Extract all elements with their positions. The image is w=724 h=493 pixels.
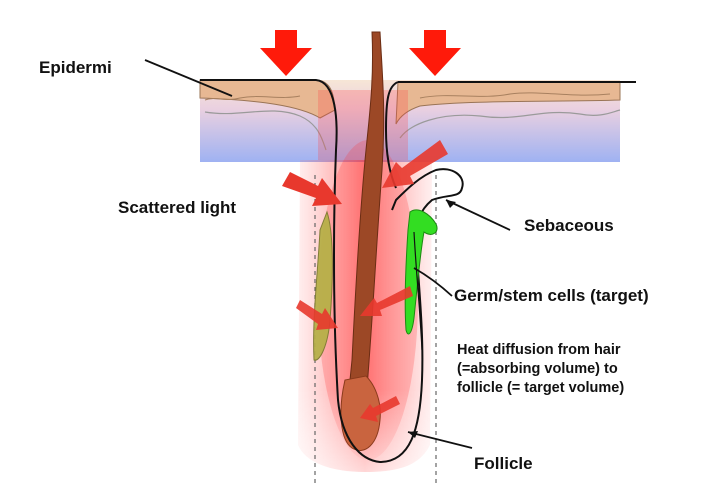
scatter-arrow-upper-left bbox=[282, 172, 342, 206]
scatter-arrow-lower-left bbox=[296, 300, 338, 330]
scattered-light-arrows bbox=[282, 140, 448, 422]
heat-line-1: Heat diffusion from hair bbox=[457, 342, 621, 358]
leader-sebaceous-head bbox=[446, 200, 456, 208]
scatter-arrow-upper-right bbox=[382, 140, 448, 188]
bulge-line bbox=[413, 231, 423, 351]
heat-line-2: (=absorbing volume) to bbox=[457, 361, 618, 377]
skin-layer bbox=[199, 79, 621, 162]
scatter-arrow-mid-right bbox=[360, 286, 413, 316]
follicle-outline-right bbox=[384, 81, 399, 189]
glow-upper bbox=[318, 90, 408, 160]
leader-sebaceous bbox=[445, 199, 511, 231]
incident-arrow-left bbox=[260, 30, 312, 76]
label-target: Germ/stem cells (target) bbox=[454, 286, 649, 305]
basal-line-right bbox=[399, 109, 621, 139]
incident-arrow-right bbox=[409, 30, 461, 76]
epidermis-texture-right bbox=[419, 92, 611, 99]
epidermis-left bbox=[199, 79, 336, 119]
leader-epidermis bbox=[144, 59, 233, 97]
heat-line-3: follicle (= target volume) bbox=[457, 380, 625, 396]
label-heat-diffusion: Heat diffusion from hair (=absorbing vol… bbox=[457, 341, 624, 398]
label-scattered-light: Scattered light bbox=[118, 198, 237, 217]
label-epidermis: Epidermi bbox=[39, 58, 112, 77]
leader-follicle-head bbox=[408, 431, 418, 438]
leader-follicle bbox=[407, 431, 473, 449]
label-follicle: Follicle bbox=[474, 454, 533, 473]
hair bbox=[340, 31, 385, 451]
scatter-arrow-lower-right bbox=[360, 396, 400, 422]
label-sebaceous: Sebaceous bbox=[524, 216, 614, 235]
incident-light-arrows bbox=[260, 30, 461, 76]
basal-line-left bbox=[204, 110, 327, 151]
leader-target bbox=[413, 267, 453, 297]
epidermis-right bbox=[395, 81, 621, 125]
leader-lines bbox=[144, 59, 511, 449]
epidermis-texture-left bbox=[204, 95, 301, 101]
